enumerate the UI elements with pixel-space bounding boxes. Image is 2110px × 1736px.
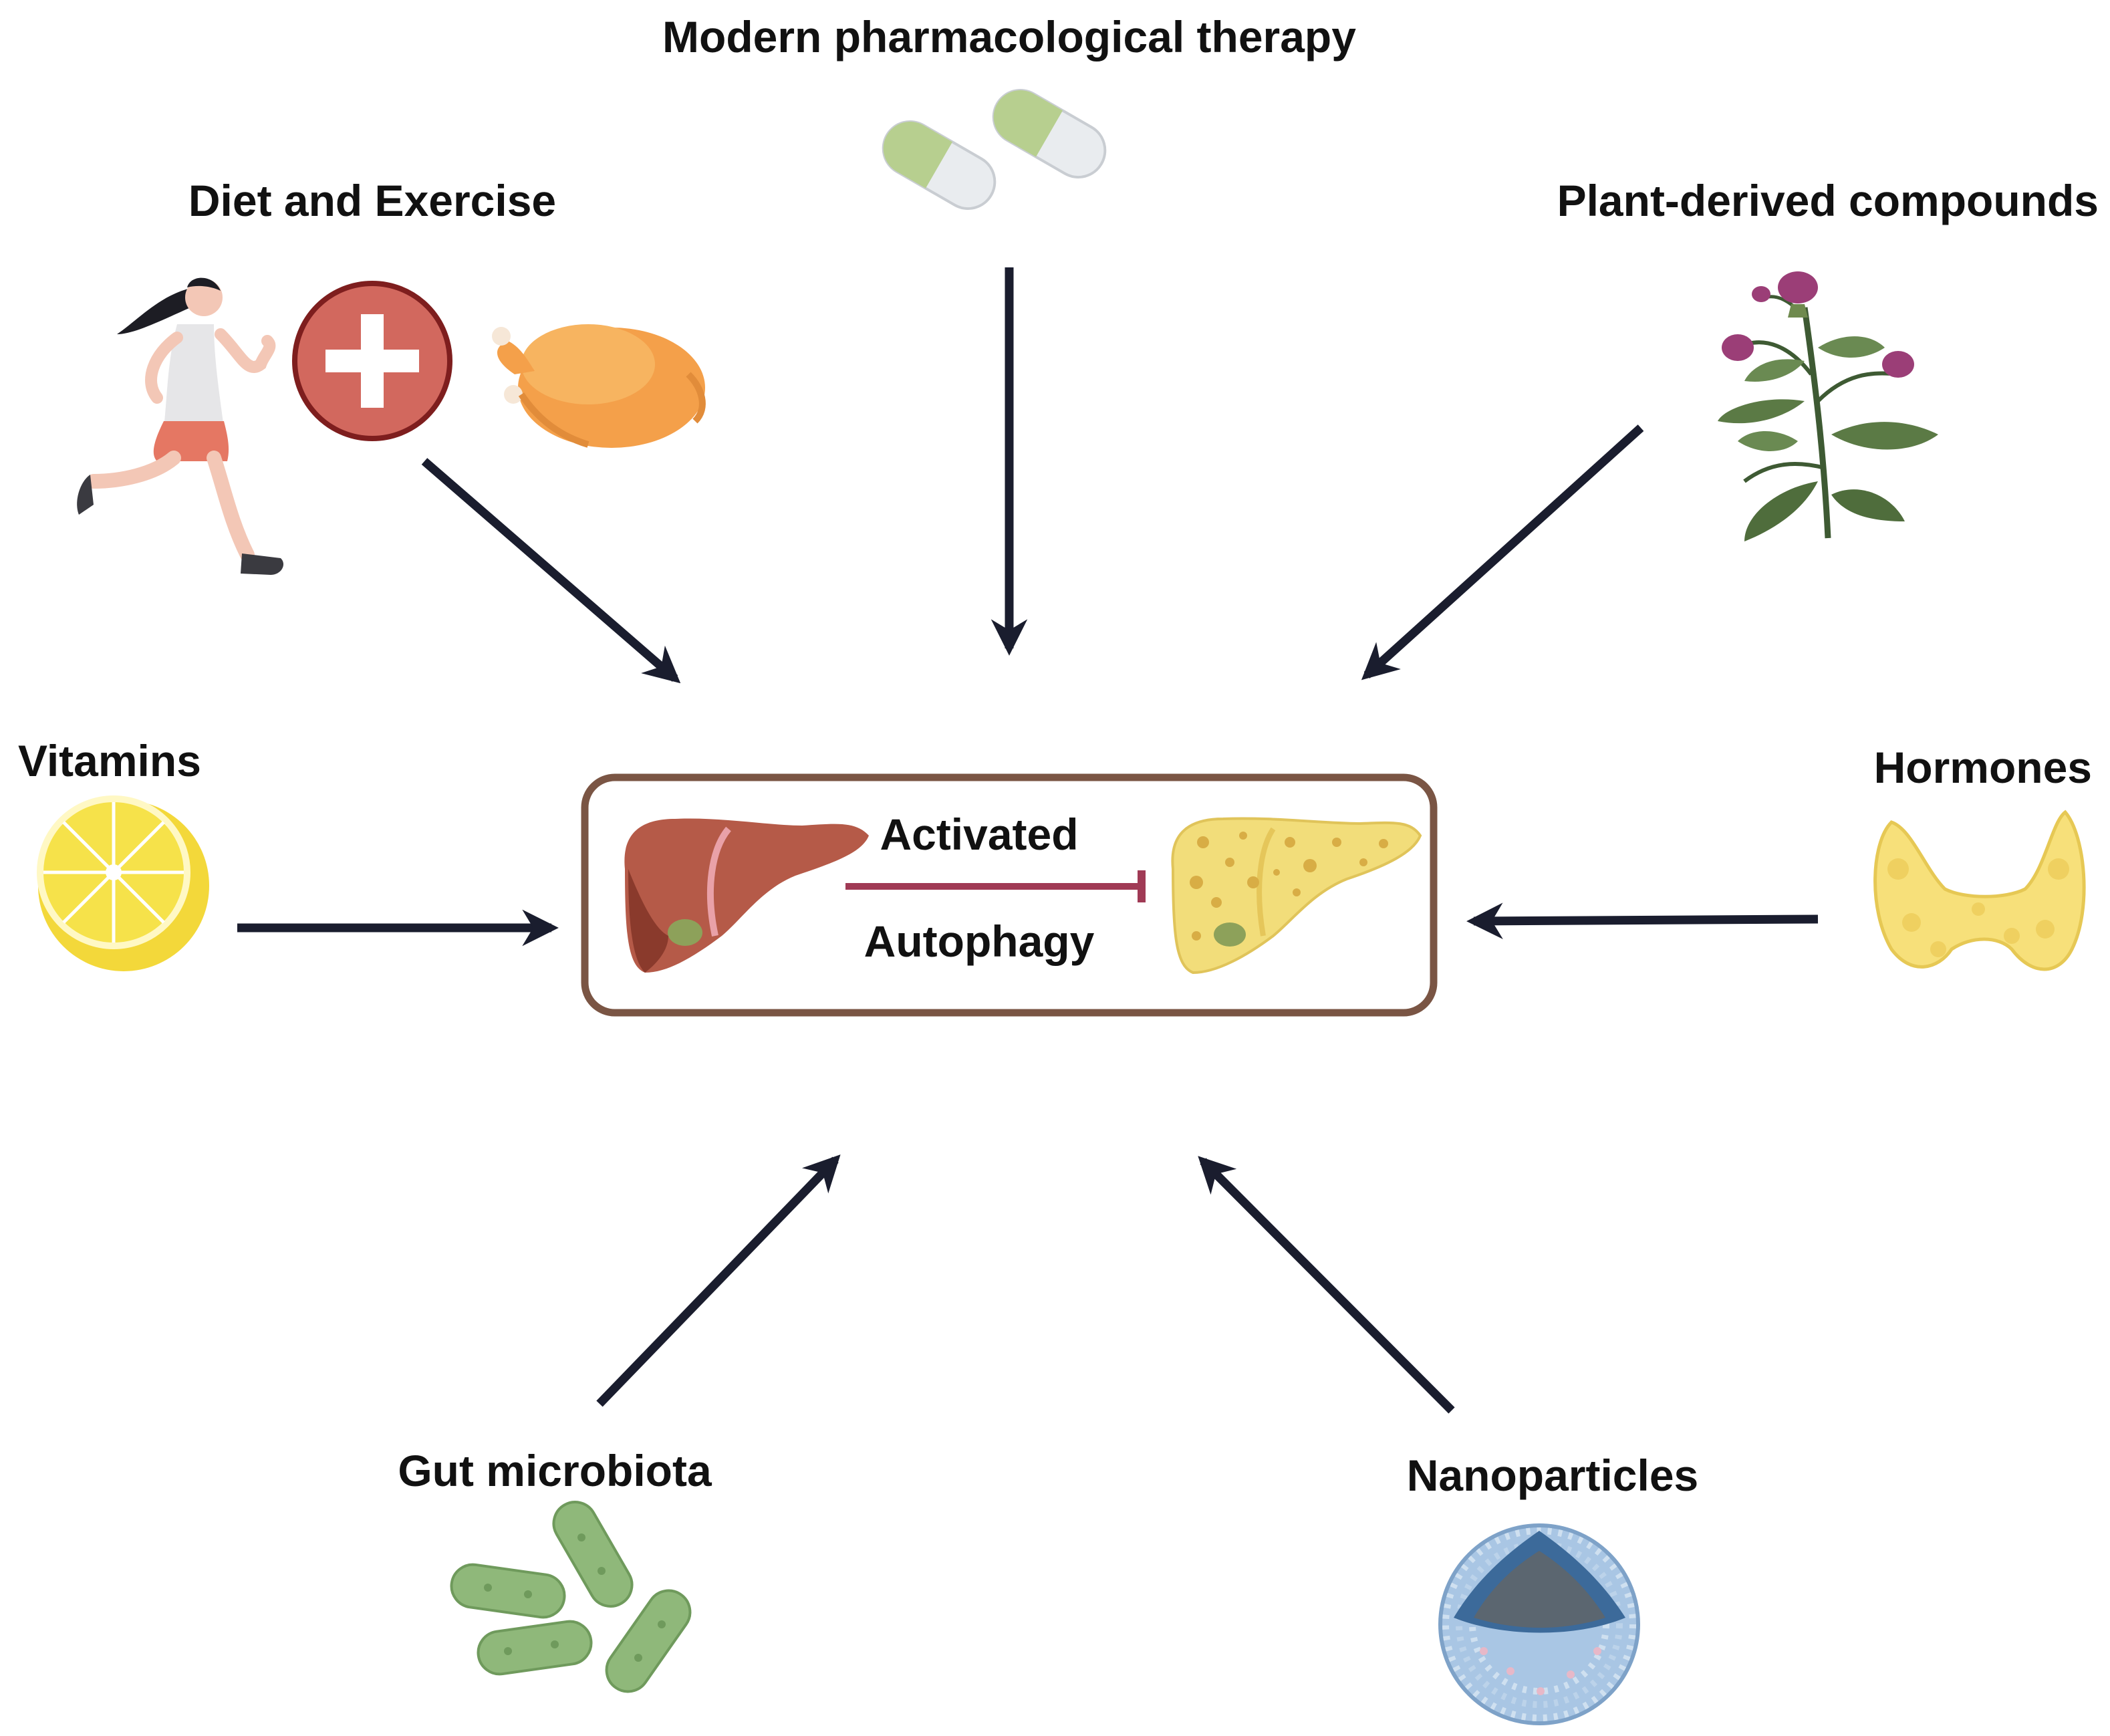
runner-icon bbox=[77, 277, 284, 575]
arrow-hormones bbox=[1466, 902, 1819, 940]
label-hormones: Hormones bbox=[1873, 743, 2092, 792]
plant-icon bbox=[1718, 271, 1938, 541]
thyroid-icon bbox=[1873, 810, 2086, 971]
healthy-liver-icon bbox=[624, 818, 869, 973]
center-autophagy-label: Autophagy bbox=[864, 916, 1095, 966]
label-diet-exercise: Diet and Exercise bbox=[188, 176, 557, 225]
nanoparticle-icon bbox=[1438, 1523, 1640, 1725]
inhibition-line bbox=[845, 870, 1146, 902]
label-plant: Plant-derived compounds bbox=[1557, 176, 2099, 225]
fatty-liver-icon bbox=[1171, 817, 1422, 975]
center-activated-label: Activated bbox=[880, 810, 1079, 859]
bacteria-icon bbox=[450, 1501, 692, 1693]
arrow-gut bbox=[596, 1154, 841, 1407]
label-gut: Gut microbiota bbox=[398, 1446, 712, 1495]
arrow-nano bbox=[1198, 1156, 1455, 1414]
arrow-plant bbox=[1361, 424, 1644, 680]
plus-circle-icon bbox=[292, 281, 452, 441]
lemon-icon bbox=[37, 795, 209, 971]
pill-capsules-icon bbox=[882, 89, 1107, 210]
arrow-diet-exercise bbox=[421, 458, 681, 684]
label-vitamins: Vitamins bbox=[18, 736, 201, 785]
label-pharmacological: Modern pharmacological therapy bbox=[662, 12, 1356, 61]
label-nano: Nanoparticles bbox=[1406, 1451, 1699, 1500]
roast-chicken-icon bbox=[492, 324, 706, 448]
